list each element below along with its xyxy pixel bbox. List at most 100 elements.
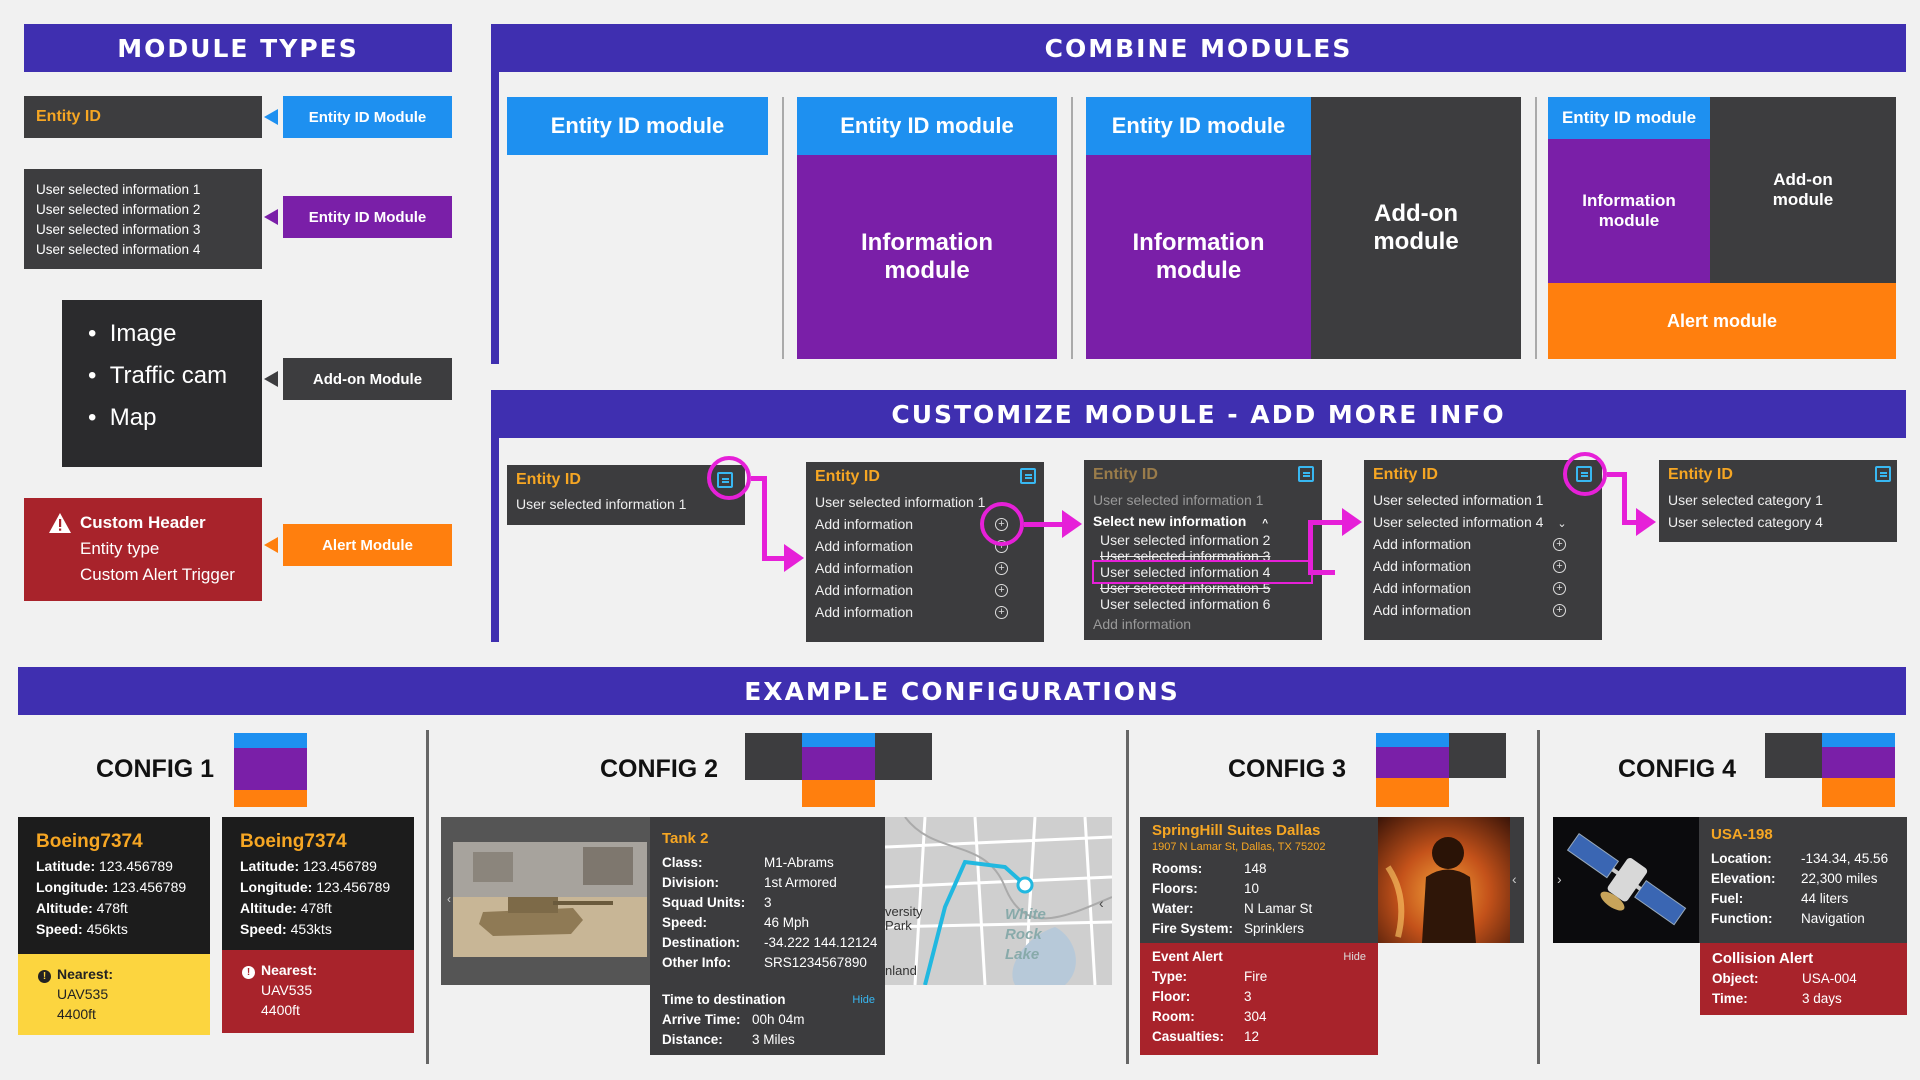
info-module-tag: Entity ID Module: [283, 196, 452, 238]
flow-line: [1622, 472, 1627, 524]
firefighter-icon: [1385, 837, 1476, 943]
dropdown-option-selected[interactable]: User selected information 4: [1100, 564, 1271, 580]
edit-icon[interactable]: [1020, 468, 1036, 484]
add-information-item[interactable]: Add information: [815, 582, 914, 598]
config-1-card-a: Boeing7374 Latitude: 123.456789 Longitud…: [18, 817, 210, 1035]
hide-button[interactable]: Hide: [852, 994, 875, 1006]
card-row: Other Info:SRS1234567890: [662, 955, 867, 970]
card-title: Boeing7374: [240, 831, 347, 852]
customize-header: CUSTOMIZE MODULE - ADD MORE INFO: [491, 390, 1906, 438]
plus-circle-icon[interactable]: +: [1553, 560, 1566, 573]
config-1-card-b: Boeing7374 Latitude: 123.456789 Longitud…: [222, 817, 414, 1033]
card-row: Longitude: 123.456789: [240, 879, 391, 895]
panel-line: User selected information 1: [1373, 492, 1544, 508]
card-title: USA-198: [1711, 826, 1773, 843]
arrow-left-icon: [264, 209, 278, 225]
chevron-right-icon[interactable]: ›: [1557, 871, 1562, 887]
entity-id-box: Entity ID: [24, 96, 262, 138]
add-information-item[interactable]: Add information: [1373, 602, 1472, 618]
flow-line: [762, 476, 767, 560]
add-information-item[interactable]: Add information: [815, 560, 914, 576]
highlight-ring: [980, 502, 1024, 546]
add-information-item[interactable]: Add information: [1093, 616, 1192, 632]
card-row: Arrive Time:00h 04m: [662, 1012, 805, 1027]
dropdown-option[interactable]: User selected information 6: [1100, 596, 1271, 612]
addon-module-tag: Add-on Module: [283, 358, 452, 400]
panel-line: User selected information 1: [815, 494, 986, 510]
dropdown-option[interactable]: User selected information 5: [1100, 580, 1271, 596]
map-label: nland: [885, 963, 917, 978]
panel-title: Entity ID: [1093, 466, 1158, 483]
addon-item: • Image: [88, 320, 177, 347]
add-information-item[interactable]: Add information: [1373, 536, 1472, 552]
warning-icon: [49, 513, 71, 533]
fire-image: [1378, 817, 1510, 943]
chevron-up-icon: ^: [1262, 518, 1269, 529]
panel-title: Time to destination: [662, 992, 786, 1007]
combine4-alert: Alert module: [1548, 283, 1896, 359]
add-information-item[interactable]: Add information: [815, 516, 914, 532]
addon-box: • Image • Traffic cam • Map: [62, 300, 262, 467]
config-3-label: CONFIG 3: [1228, 755, 1347, 783]
plus-circle-icon[interactable]: +: [995, 584, 1008, 597]
chevron-left-icon[interactable]: ‹: [1512, 871, 1517, 887]
add-information-item[interactable]: Add information: [815, 604, 914, 620]
arrow-left-icon: [264, 371, 278, 387]
select-new-information-dropdown[interactable]: Select new information^: [1093, 513, 1269, 529]
add-information-item[interactable]: Add information: [815, 538, 914, 554]
combine-side-bar: [491, 72, 499, 364]
combine2-entity: Entity ID module: [797, 97, 1057, 155]
plus-circle-icon[interactable]: +: [1553, 582, 1566, 595]
nearest-alert: !Nearest: UAV535 4400ft: [222, 950, 414, 1033]
alert-title: Custom Header: [80, 513, 206, 532]
add-information-item[interactable]: Add information: [1373, 558, 1472, 574]
card-row: Speed: 456kts: [36, 921, 128, 937]
alert-row: Room:304: [1152, 1009, 1267, 1024]
chevron-left-icon[interactable]: ‹: [447, 892, 451, 906]
alert-line: Custom Alert Trigger: [80, 565, 235, 584]
divider: [1535, 97, 1537, 359]
hide-button[interactable]: Hide: [1343, 951, 1366, 963]
panel-line: User selected information 1: [1093, 492, 1264, 508]
flow-line: [1622, 520, 1638, 525]
card-title: SpringHill Suites Dallas: [1152, 822, 1321, 839]
config-separator: [1126, 730, 1129, 1064]
panel-title: Entity ID: [1373, 466, 1438, 483]
chevron-left-icon[interactable]: ‹: [1099, 895, 1104, 911]
card-row: Latitude: 123.456789: [240, 858, 377, 874]
plus-circle-icon[interactable]: +: [995, 606, 1008, 619]
flow-line: [751, 476, 765, 481]
card-row: Fire System:Sprinklers: [1152, 921, 1305, 936]
dropdown-option[interactable]: User selected information 2: [1100, 532, 1271, 548]
card-row: Water:N Lamar St: [1152, 901, 1313, 916]
customize-side-bar: [491, 438, 499, 642]
combine2-info: Information module: [797, 155, 1057, 359]
card-row: Class:M1-Abrams: [662, 855, 834, 870]
flow-line: [1607, 472, 1627, 477]
flow-line: [762, 556, 786, 561]
card-title: Tank 2: [662, 830, 709, 847]
satellite-info: USA-198 Location:-134.34, 45.56 Elevatio…: [1711, 825, 1888, 929]
config-2-mini-layout: [745, 733, 932, 807]
satellite-icon: [1566, 833, 1687, 926]
plus-circle-icon[interactable]: +: [995, 562, 1008, 575]
highlight-ring: [707, 456, 751, 500]
flow-arrow-icon: [784, 544, 804, 572]
card-row: Squad Units:3: [662, 895, 772, 910]
card-row: Rooms:148: [1152, 861, 1267, 876]
plus-circle-icon[interactable]: +: [1553, 604, 1566, 617]
panel-title: Entity ID: [1668, 466, 1733, 483]
chevron-down-icon[interactable]: ⌄: [1557, 518, 1567, 530]
plus-circle-icon[interactable]: +: [1553, 538, 1566, 551]
selection-highlight: [1092, 560, 1313, 584]
add-information-item[interactable]: Add information: [1373, 580, 1472, 596]
flow-line: [1313, 570, 1335, 575]
flow-line: [1024, 522, 1062, 527]
config-separator: [1537, 730, 1540, 1064]
combine3-info: Information module: [1086, 155, 1311, 359]
edit-icon[interactable]: [1875, 466, 1891, 482]
edit-icon[interactable]: [1298, 466, 1314, 482]
panel-line: User selected category 4: [1668, 514, 1823, 530]
